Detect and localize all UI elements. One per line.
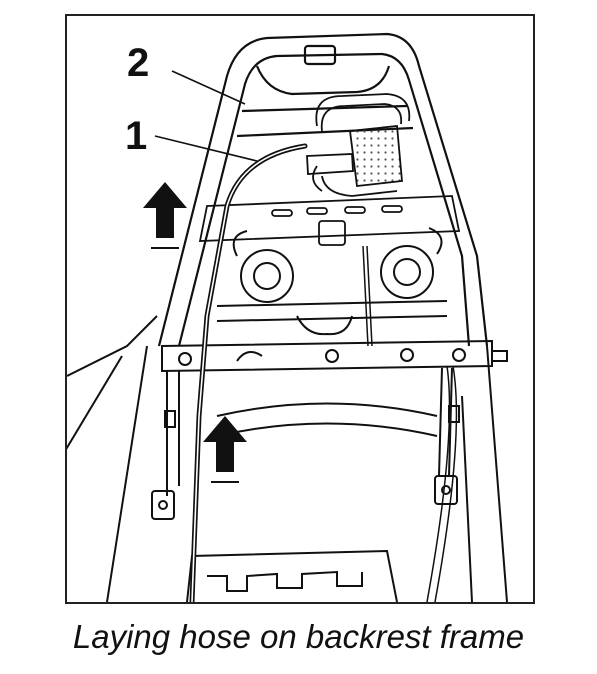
callout-leaders <box>154 70 258 162</box>
callout-1: 1 <box>125 114 147 158</box>
mounting-bosses <box>232 227 443 303</box>
direction-arrow-lower <box>203 416 247 483</box>
technical-illustration: 2 1 <box>65 14 535 604</box>
body-panel-outline <box>67 315 508 602</box>
callout-2: 2 <box>127 41 149 85</box>
direction-arrow-upper <box>143 182 187 249</box>
lower-crossbar <box>161 300 508 373</box>
under-seat-tray <box>186 402 438 602</box>
backrest-frame-drawing: 2 1 <box>67 32 508 602</box>
wiring-harness <box>362 245 458 602</box>
electronic-unit <box>306 93 411 197</box>
cross-plate <box>198 195 461 246</box>
figure-caption: Laying hose on backrest frame <box>72 618 525 655</box>
hose <box>189 143 308 602</box>
